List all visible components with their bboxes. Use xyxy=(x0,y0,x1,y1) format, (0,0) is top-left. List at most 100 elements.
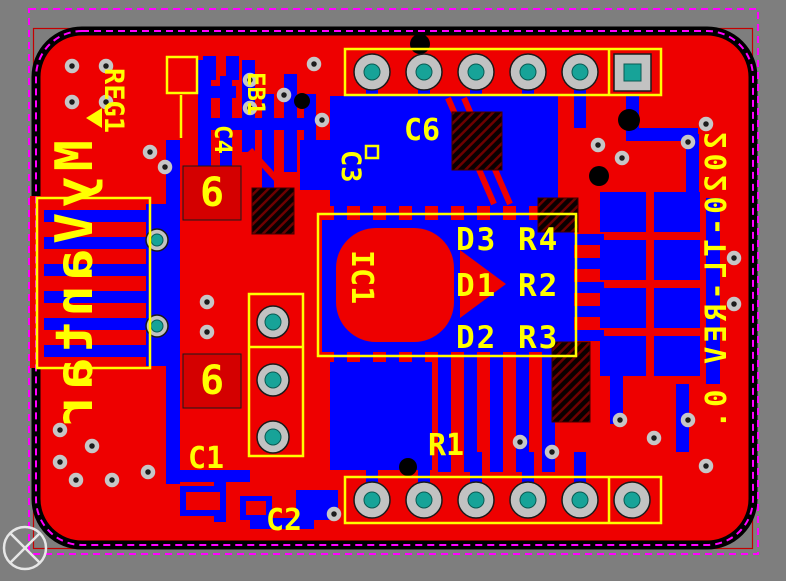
label-reg1[interactable]: REG1 xyxy=(98,68,129,133)
copper-trace[interactable] xyxy=(360,198,373,224)
copper-trace[interactable] xyxy=(250,518,314,529)
via[interactable] xyxy=(157,159,173,175)
c1-outline[interactable] xyxy=(247,292,305,458)
copper-trace[interactable] xyxy=(180,470,250,482)
smd-pad[interactable] xyxy=(226,56,239,80)
via[interactable] xyxy=(326,506,342,522)
pad-opening[interactable] xyxy=(246,501,266,515)
copper-trace[interactable] xyxy=(574,234,604,245)
copper-trace[interactable] xyxy=(464,198,477,224)
board-outline[interactable] xyxy=(35,30,754,546)
label-revision[interactable]: 2020-TL-REV 0. xyxy=(699,132,733,432)
copper-trace[interactable] xyxy=(706,198,720,384)
copper-trace[interactable] xyxy=(516,198,529,224)
smd-pad[interactable] xyxy=(654,288,700,328)
label-c4[interactable]: C4 xyxy=(209,125,237,154)
copper-zone[interactable] xyxy=(330,362,432,470)
copper-trace[interactable] xyxy=(418,452,430,488)
via[interactable] xyxy=(84,438,100,454)
via[interactable] xyxy=(590,137,606,153)
via[interactable] xyxy=(512,434,528,450)
copper-trace[interactable] xyxy=(166,140,180,484)
via[interactable] xyxy=(140,464,156,480)
copper-trace[interactable] xyxy=(574,330,604,341)
keepout-hatch[interactable] xyxy=(251,187,295,235)
copper-trace[interactable] xyxy=(44,237,148,249)
smd-pad[interactable] xyxy=(600,336,646,376)
copper-trace[interactable] xyxy=(44,318,148,330)
via[interactable] xyxy=(242,100,258,116)
via[interactable] xyxy=(142,144,158,160)
copper-trace[interactable] xyxy=(574,306,604,317)
connector-edge-tab[interactable] xyxy=(30,196,48,368)
label-d1-r2[interactable]: D1 R2 xyxy=(456,268,559,304)
via[interactable] xyxy=(68,472,84,488)
via[interactable] xyxy=(726,250,742,266)
bottom-header-outline[interactable] xyxy=(343,475,663,525)
copper-trace[interactable] xyxy=(386,198,399,224)
via[interactable] xyxy=(306,56,322,72)
copper-zone[interactable] xyxy=(300,140,334,190)
component-body[interactable] xyxy=(182,165,242,221)
label-r1[interactable]: R1 xyxy=(428,428,464,463)
label-eb1[interactable]: EB1 xyxy=(242,72,270,115)
via[interactable] xyxy=(104,472,120,488)
label-c1[interactable]: C1 xyxy=(188,441,224,476)
drill-hole[interactable] xyxy=(410,34,430,54)
copper-trace[interactable] xyxy=(334,198,347,224)
copper-trace[interactable] xyxy=(626,128,698,141)
via[interactable] xyxy=(199,294,215,310)
copper-trace[interactable] xyxy=(490,198,503,224)
copper-trace[interactable] xyxy=(610,376,623,424)
label-brand[interactable]: MyVantar xyxy=(45,140,105,430)
copper-trace[interactable] xyxy=(574,282,604,293)
via[interactable] xyxy=(698,458,714,474)
via[interactable] xyxy=(314,112,330,128)
keepout-hatch[interactable] xyxy=(451,111,503,171)
copper-trace[interactable] xyxy=(574,452,586,488)
copper-trace[interactable] xyxy=(464,352,477,472)
copper-trace[interactable] xyxy=(44,291,148,303)
via[interactable] xyxy=(612,412,628,428)
copper-trace[interactable] xyxy=(438,352,451,472)
copper-trace[interactable] xyxy=(44,210,148,222)
via[interactable] xyxy=(52,422,68,438)
copper-trace[interactable] xyxy=(198,118,316,130)
copper-trace[interactable] xyxy=(470,452,482,488)
smd-pad[interactable] xyxy=(600,288,646,328)
copper-zone[interactable] xyxy=(330,96,558,206)
label-d2-r3[interactable]: D2 R3 xyxy=(456,320,559,356)
ic-pin1-arrow[interactable] xyxy=(460,250,506,318)
via[interactable] xyxy=(98,94,114,110)
via[interactable] xyxy=(242,72,258,88)
drill-hole[interactable] xyxy=(589,166,609,186)
via[interactable] xyxy=(680,412,696,428)
copper-trace[interactable] xyxy=(44,345,148,357)
smd-pad[interactable] xyxy=(654,336,700,376)
smd-pad[interactable] xyxy=(600,240,646,280)
ic1-outline[interactable] xyxy=(316,212,578,358)
reg1-outline[interactable] xyxy=(165,55,199,95)
label-c2[interactable]: C2 xyxy=(266,503,302,538)
drill-hole[interactable] xyxy=(294,93,310,109)
smd-pad[interactable] xyxy=(654,240,700,280)
component-body[interactable] xyxy=(182,353,242,409)
via[interactable] xyxy=(698,116,714,132)
via[interactable] xyxy=(98,58,114,74)
label-c3[interactable]: C3 xyxy=(335,150,366,183)
smd-pad[interactable] xyxy=(600,192,646,232)
copper-trace[interactable] xyxy=(522,452,534,488)
copper-trace[interactable] xyxy=(44,264,148,276)
via[interactable] xyxy=(544,444,560,460)
via[interactable] xyxy=(276,87,292,103)
ic-body-relief[interactable] xyxy=(336,228,454,342)
drill-hole[interactable] xyxy=(399,458,417,476)
label-d3-r4[interactable]: D3 R4 xyxy=(456,222,559,258)
copper-trace[interactable] xyxy=(574,258,604,269)
drill-hole[interactable] xyxy=(618,109,640,131)
left-connector-outline[interactable] xyxy=(35,196,152,370)
copper-trace[interactable] xyxy=(438,198,451,224)
via[interactable] xyxy=(64,94,80,110)
label-c6[interactable]: C6 xyxy=(404,113,440,148)
via[interactable] xyxy=(646,430,662,446)
